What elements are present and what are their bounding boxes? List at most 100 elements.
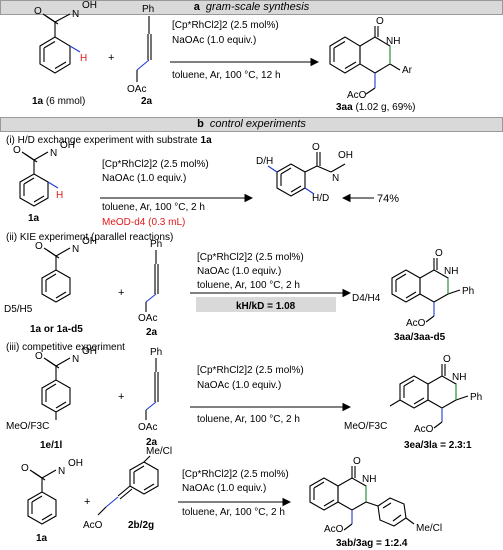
exp1-product-oh: OH <box>338 150 353 161</box>
exp1-cond4: MeOD-d4 (0.3 mL) <box>102 217 185 228</box>
exp3-cond1: [Cp*RhCl2]2 (2.5 mol%) <box>197 365 304 376</box>
exp3-substrate <box>41 357 71 420</box>
gram-oac: OAc <box>127 84 146 95</box>
exp4-n-atom: N <box>58 466 65 477</box>
gram-cond2: NaOAc (1.0 equiv.) <box>172 35 256 46</box>
exp3-product-nh: NH <box>452 372 466 383</box>
exp3-cond2: NaOAc (1.0 equiv.) <box>197 380 281 391</box>
exp3-sub-group: MeO/F3C <box>6 421 49 432</box>
exp3-n-atom: N <box>72 354 79 365</box>
exp1-product-hd: H/D <box>312 193 329 204</box>
section-a-letter: a <box>193 1 200 13</box>
exp2-title: (ii) KIE experiment (parallel reactions) <box>6 232 173 243</box>
exp3-reagent-2a <box>145 358 159 420</box>
exp3-product-label: 3ea/3la = 2.3:1 <box>404 440 472 451</box>
exp1-cond3: toluene, Ar, 100 °C, 2 h <box>102 202 205 213</box>
exp4-reagent-group: Me/Cl <box>146 446 172 457</box>
exp3-title: (iii) competitive experiment <box>6 342 125 353</box>
gram-cond1: [Cp*RhCl2]2 (2.5 mol%) <box>172 20 279 31</box>
gram-sub1-label: 1a (6 mmol) <box>32 96 85 107</box>
exp3-plus: + <box>118 391 124 403</box>
exp2-kie-box <box>196 297 336 312</box>
exp4-cond2: NaOAc (1.0 equiv.) <box>182 483 266 494</box>
exp2-n-atom: N <box>72 244 79 255</box>
section-a-header: a gram-scale synthesis <box>0 0 503 15</box>
exp4-product-aco: AcO <box>324 524 344 535</box>
exp4-product-group: Me/Cl <box>416 523 442 534</box>
exp1-cond2: NaOAc (1.0 equiv.) <box>102 173 186 184</box>
exp4-o-atom: O <box>21 463 29 474</box>
exp2-d5: D5/H5 <box>4 304 33 315</box>
exp2-cond2: NaOAc (1.0 equiv.) <box>197 266 281 277</box>
exp3-product <box>389 364 469 429</box>
section-a-title: gram-scale synthesis <box>205 1 310 13</box>
exp1-oh: OH <box>60 140 75 151</box>
gram-product-label: 3aa (1.02 g, 69%) <box>336 102 416 113</box>
exp4-reagent-label: 2b/2g <box>128 520 154 531</box>
exp2-product-label: 3aa/3aa-d5 <box>394 332 446 343</box>
exp2-ph: Ph <box>150 239 162 250</box>
exp1-substrate-1a <box>19 151 59 207</box>
exp2-d4: D4/H4 <box>352 293 381 304</box>
exp4-product <box>309 466 415 531</box>
exp1-product-o: O <box>312 142 320 153</box>
exp4-product-nh: NH <box>362 474 376 485</box>
exp2-plus: + <box>118 287 124 299</box>
exp4-reagent-aco: AcO <box>83 520 103 531</box>
exp3-cond3: toluene, Ar, 100 °C, 2 h <box>197 414 300 425</box>
exp2-reagent-2a <box>145 250 159 312</box>
exp1-product-d: D/H <box>256 156 273 167</box>
exp1-cond1: [Cp*RhCl2]2 (2.5 mol%) <box>102 159 209 170</box>
section-b-title: control experiments <box>209 118 306 130</box>
gram-reagent-label: 2a <box>141 96 153 107</box>
exp1-h-atom: H <box>56 190 63 201</box>
exp4-oh: OH <box>68 458 83 469</box>
exp1-percent: 74% <box>377 193 399 205</box>
exp1-product-n: N <box>332 173 339 184</box>
exp3-oh: OH <box>82 346 97 357</box>
gram-reagent-2a <box>136 16 152 82</box>
exp3-oac: OAc <box>138 422 157 433</box>
gram-oh: OH <box>82 0 97 11</box>
exp3-product-aco: AcO <box>414 424 434 435</box>
gram-product-nh: NH <box>386 36 400 47</box>
exp3-reagent-label: 2a <box>146 437 158 448</box>
exp4-cond1: [Cp*RhCl2]2 (2.5 mol%) <box>182 469 289 480</box>
exp3-product-group: MeO/F3C <box>344 421 387 432</box>
gram-product-aco: AcO <box>347 90 367 101</box>
gram-substrate-1a <box>39 13 81 74</box>
exp2-product <box>391 258 461 323</box>
exp2-reagent-label: 2a <box>146 327 158 338</box>
gram-h-atom: H <box>80 53 87 64</box>
gram-product-ar: Ar <box>402 65 413 76</box>
exp4-product-label: 3ab/3ag = 1:2.4 <box>336 538 408 549</box>
exp4-reagent <box>97 455 159 516</box>
gram-cond3: toluene, Ar, 100 °C, 12 h <box>172 70 281 81</box>
gram-plus: + <box>108 52 114 64</box>
exp2-product-ph: Ph <box>462 286 474 297</box>
gram-product-o: O <box>376 16 384 27</box>
exp2-cond1: [Cp*RhCl2]2 (2.5 mol%) <box>197 252 304 263</box>
exp4-cond3: toluene, Ar, 100 °C, 2 h <box>182 507 285 518</box>
exp4-substrate <box>27 469 57 525</box>
exp1-sub-label: 1a <box>28 213 40 224</box>
exp1-title: (i) H/D exchange experiment with substra… <box>6 135 212 146</box>
exp2-sub-label: 1a or 1a-d5 <box>30 324 83 335</box>
exp2-oac: OAc <box>138 313 157 324</box>
exp2-kie: kH/kD = 1.08 <box>236 301 296 312</box>
exp3-product-o: O <box>443 354 451 365</box>
exp1-product <box>267 152 346 197</box>
exp1-n-atom: N <box>50 148 57 159</box>
exp1-o-atom: O <box>13 145 21 156</box>
gram-ph: Ph <box>142 4 154 15</box>
exp2-oh: OH <box>82 236 97 247</box>
exp3-product-ph: Ph <box>470 392 482 403</box>
exp4-sub-label: 1a <box>36 533 48 544</box>
exp2-o-atom: O <box>35 241 43 252</box>
gram-product-3aa <box>329 26 401 95</box>
exp4-product-o: O <box>353 456 361 467</box>
gram-o-atom: O <box>34 6 42 17</box>
exp3-ph: Ph <box>150 347 162 358</box>
